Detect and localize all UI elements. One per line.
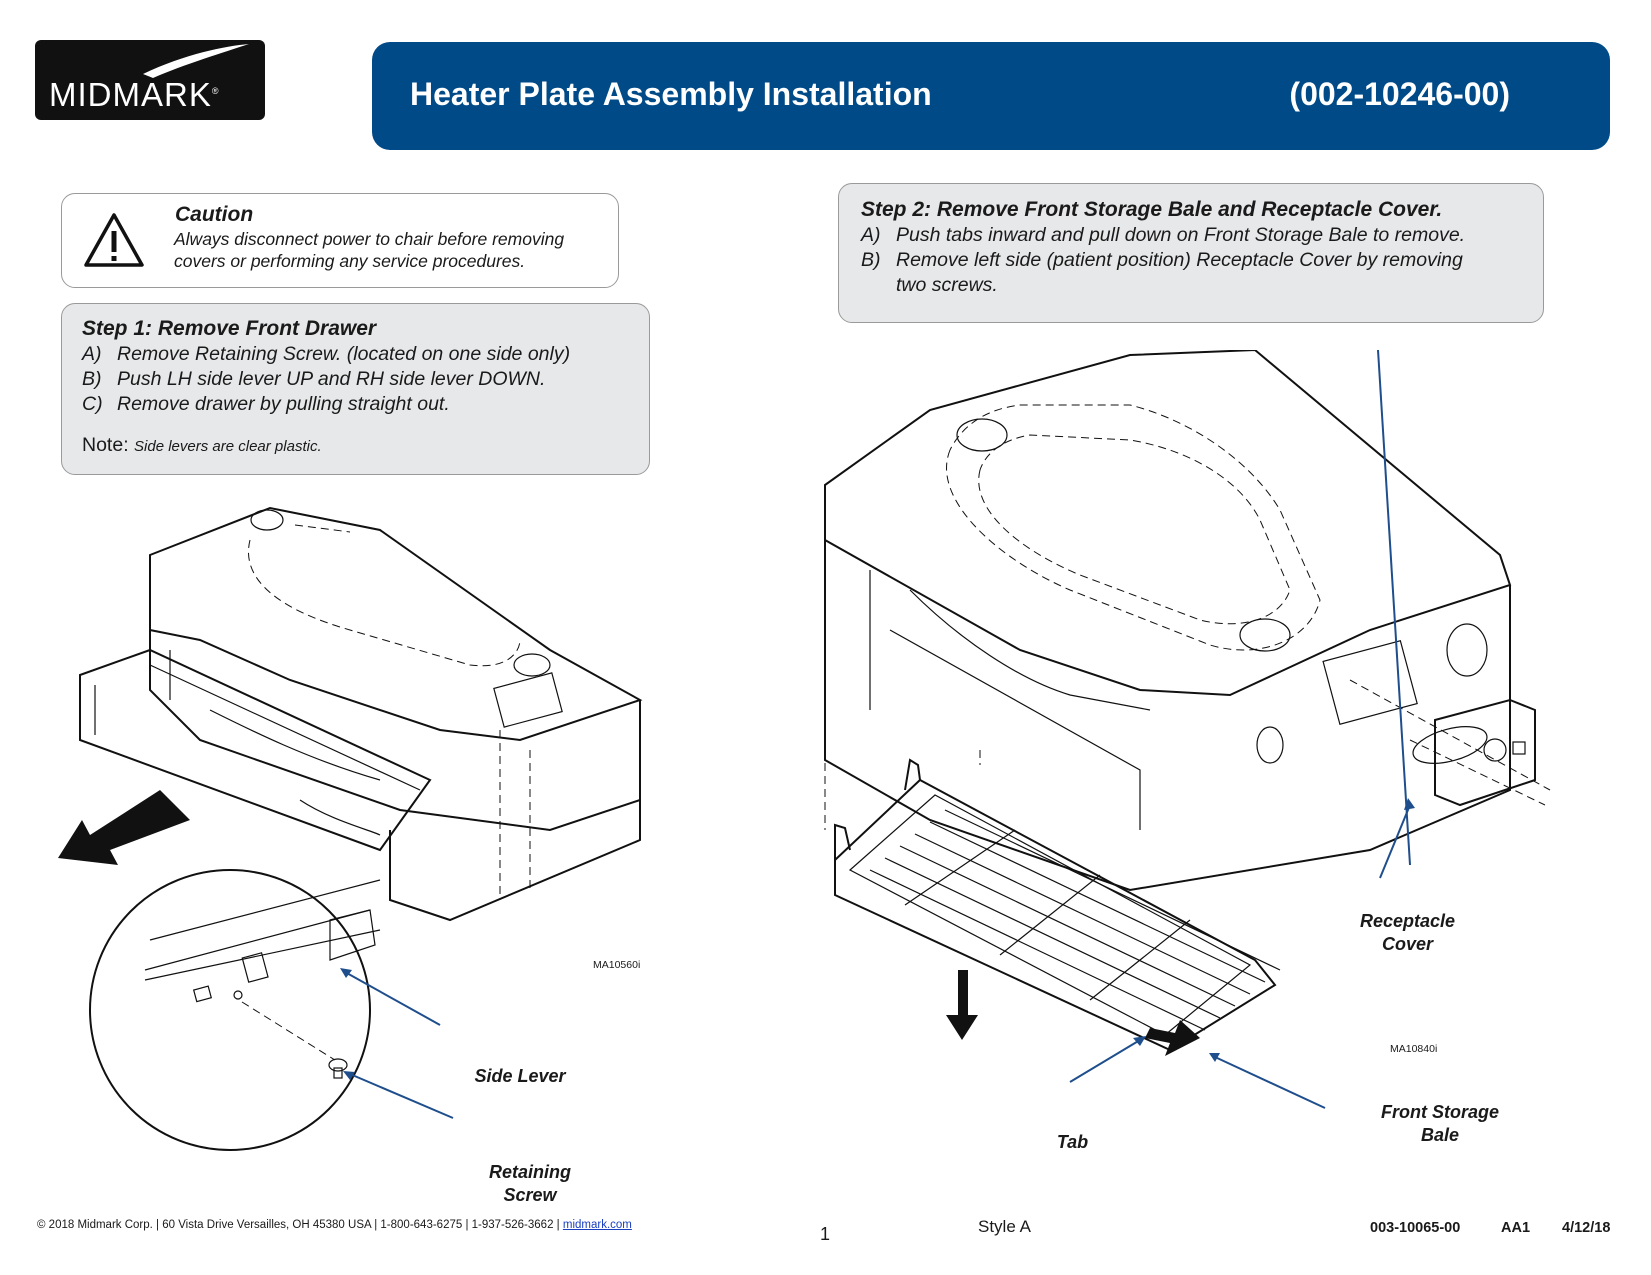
caution-title: Caution [175, 203, 254, 226]
step1-box: Step 1: Remove Front Drawer A)Remove Ret… [61, 303, 650, 475]
copyright-text: © 2018 Midmark Corp. | 60 Vista Drive Ve… [37, 1219, 560, 1231]
label-tab: Tab [1056, 1132, 1089, 1152]
step2-box: Step 2: Remove Front Storage Bale and Re… [838, 183, 1544, 323]
step1-title: Step 1: Remove Front Drawer [82, 317, 377, 340]
caution-text: Always disconnect power to chair before … [174, 228, 614, 272]
document-code: 003-10065-00 [1370, 1220, 1461, 1236]
step1-item-b: B)Push LH side lever UP and RH side leve… [82, 368, 546, 390]
step2-title: Step 2: Remove Front Storage Bale and Re… [861, 198, 1443, 221]
step2-item-a: A)Push tabs inward and pull down on Fron… [861, 224, 1466, 246]
figure2-ref: MA10840i [1390, 1043, 1438, 1055]
warning-triangle-icon [84, 213, 144, 267]
logo-text: MIDMARK® [49, 76, 220, 113]
caution-line-1: Always disconnect power to chair before … [174, 229, 565, 249]
part-number: (002-10246-00) [1289, 76, 1510, 112]
step1-note: Note: Side levers are clear plastic. [82, 434, 322, 456]
document-revision: AA1 [1501, 1220, 1531, 1236]
label-receptacle-cover: Receptacle Cover [1359, 911, 1456, 954]
caution-line-2: covers or performing any service procedu… [174, 251, 526, 271]
style-label: Style A [978, 1217, 1031, 1236]
page-title: Heater Plate Assembly Installation [410, 76, 932, 112]
midmark-link[interactable]: midmark.com [562, 1219, 632, 1231]
step1-item-a: A)Remove Retaining Screw. (located on on… [82, 343, 571, 365]
step1-item-c: C)Remove drawer by pulling straight out. [82, 393, 450, 415]
header-banner: Heater Plate Assembly Installation (002-… [372, 42, 1610, 150]
step2-item-b-continued: two screws. [896, 274, 998, 296]
label-front-storage-bale: Front Storage Bale [1380, 1102, 1499, 1145]
midmark-logo: MIDMARK® [35, 40, 265, 120]
label-side-lever: Side Lever [474, 1066, 566, 1086]
figure1-ref: MA10560i [593, 959, 641, 971]
page-number: 1 [820, 1224, 831, 1244]
step2-item-b: B)Remove left side (patient position) Re… [861, 249, 1463, 271]
figure2-bale-illustration [824, 350, 1551, 1109]
label-retaining-screw: Retaining Screw [488, 1162, 571, 1205]
figure1-drawer-illustration [58, 506, 643, 1151]
footer-copyright: © 2018 Midmark Corp. | 60 Vista Drive Ve… [37, 1219, 632, 1231]
document-date: 4/12/18 [1562, 1220, 1611, 1236]
caution-box: Caution Always disconnect power to chair… [61, 193, 619, 288]
logo-swoosh [143, 44, 249, 78]
